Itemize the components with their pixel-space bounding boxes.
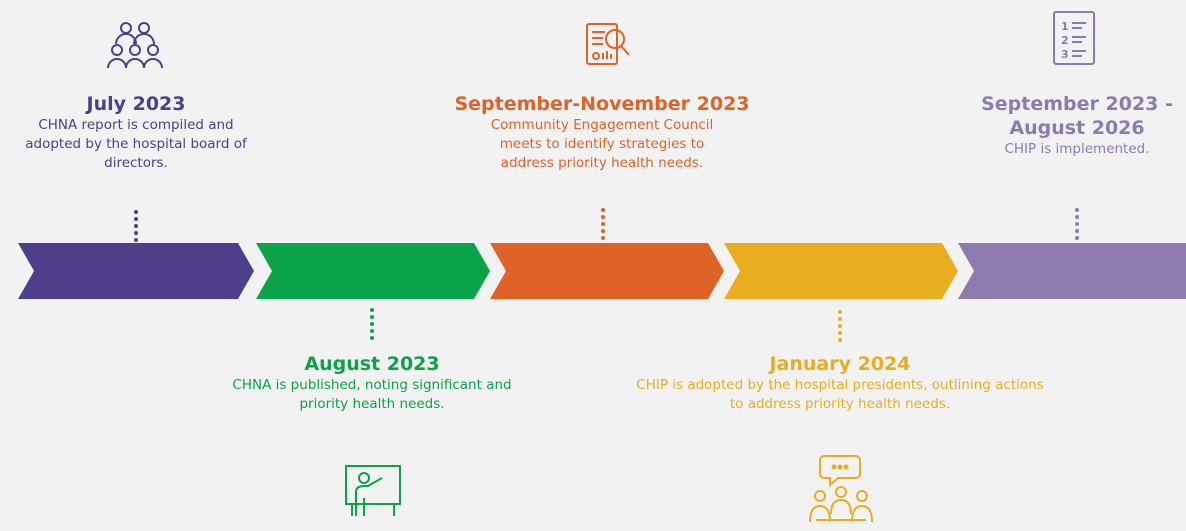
milestone-description: CHIP is adopted by the hospital presiden… xyxy=(636,377,1044,412)
people-group-icon xyxy=(107,20,164,72)
milestone-title: September 2023 - August 2026 xyxy=(981,93,1173,139)
svg-text:2: 2 xyxy=(1061,34,1069,47)
milestone-july-2023: July 2023 CHNA report is compiled and ad… xyxy=(0,92,272,173)
milestone-august-2023: August 2023 CHNA is published, noting si… xyxy=(210,352,534,414)
connector-dots-sep-nov xyxy=(601,208,605,243)
presenter-board-icon xyxy=(342,462,404,520)
timeline-arrow-band xyxy=(18,243,1186,299)
milestone-description: CHNA report is compiled and adopted by t… xyxy=(25,117,247,171)
svg-text:1: 1 xyxy=(1061,20,1069,33)
connector-dots-august xyxy=(370,308,374,343)
timeline-segment-july xyxy=(18,243,254,299)
connector-dots-july xyxy=(134,210,138,245)
milestone-description: Community Engagement Council meets to id… xyxy=(490,117,714,171)
milestone-description: CHIP is implemented. xyxy=(1004,141,1150,157)
milestone-title: August 2023 xyxy=(304,353,440,375)
numbered-list-icon: 1 2 3 xyxy=(1052,10,1098,66)
timeline-segment-january xyxy=(724,243,958,299)
milestone-sep-2023-aug-2026: September 2023 - August 2026 CHIP is imp… xyxy=(962,92,1186,159)
timeline-segment-august xyxy=(256,243,490,299)
discussion-group-icon xyxy=(806,452,876,527)
milestone-sep-nov-2023: September-November 2023 Community Engage… xyxy=(432,92,772,173)
milestone-title: September-November 2023 xyxy=(454,93,750,115)
milestone-description: CHNA is published, noting significant an… xyxy=(232,377,512,412)
timeline-segment-sep-nov xyxy=(490,243,724,299)
milestone-january-2024: January 2024 CHIP is adopted by the hosp… xyxy=(620,352,1060,414)
svg-text:3: 3 xyxy=(1061,48,1069,61)
milestone-title: July 2023 xyxy=(86,93,186,115)
milestone-title: January 2024 xyxy=(769,353,911,375)
timeline-segment-implementation xyxy=(958,243,1186,299)
report-magnifier-icon xyxy=(585,22,633,70)
connector-dots-january xyxy=(838,310,842,345)
connector-dots-sep-aug xyxy=(1075,208,1079,243)
